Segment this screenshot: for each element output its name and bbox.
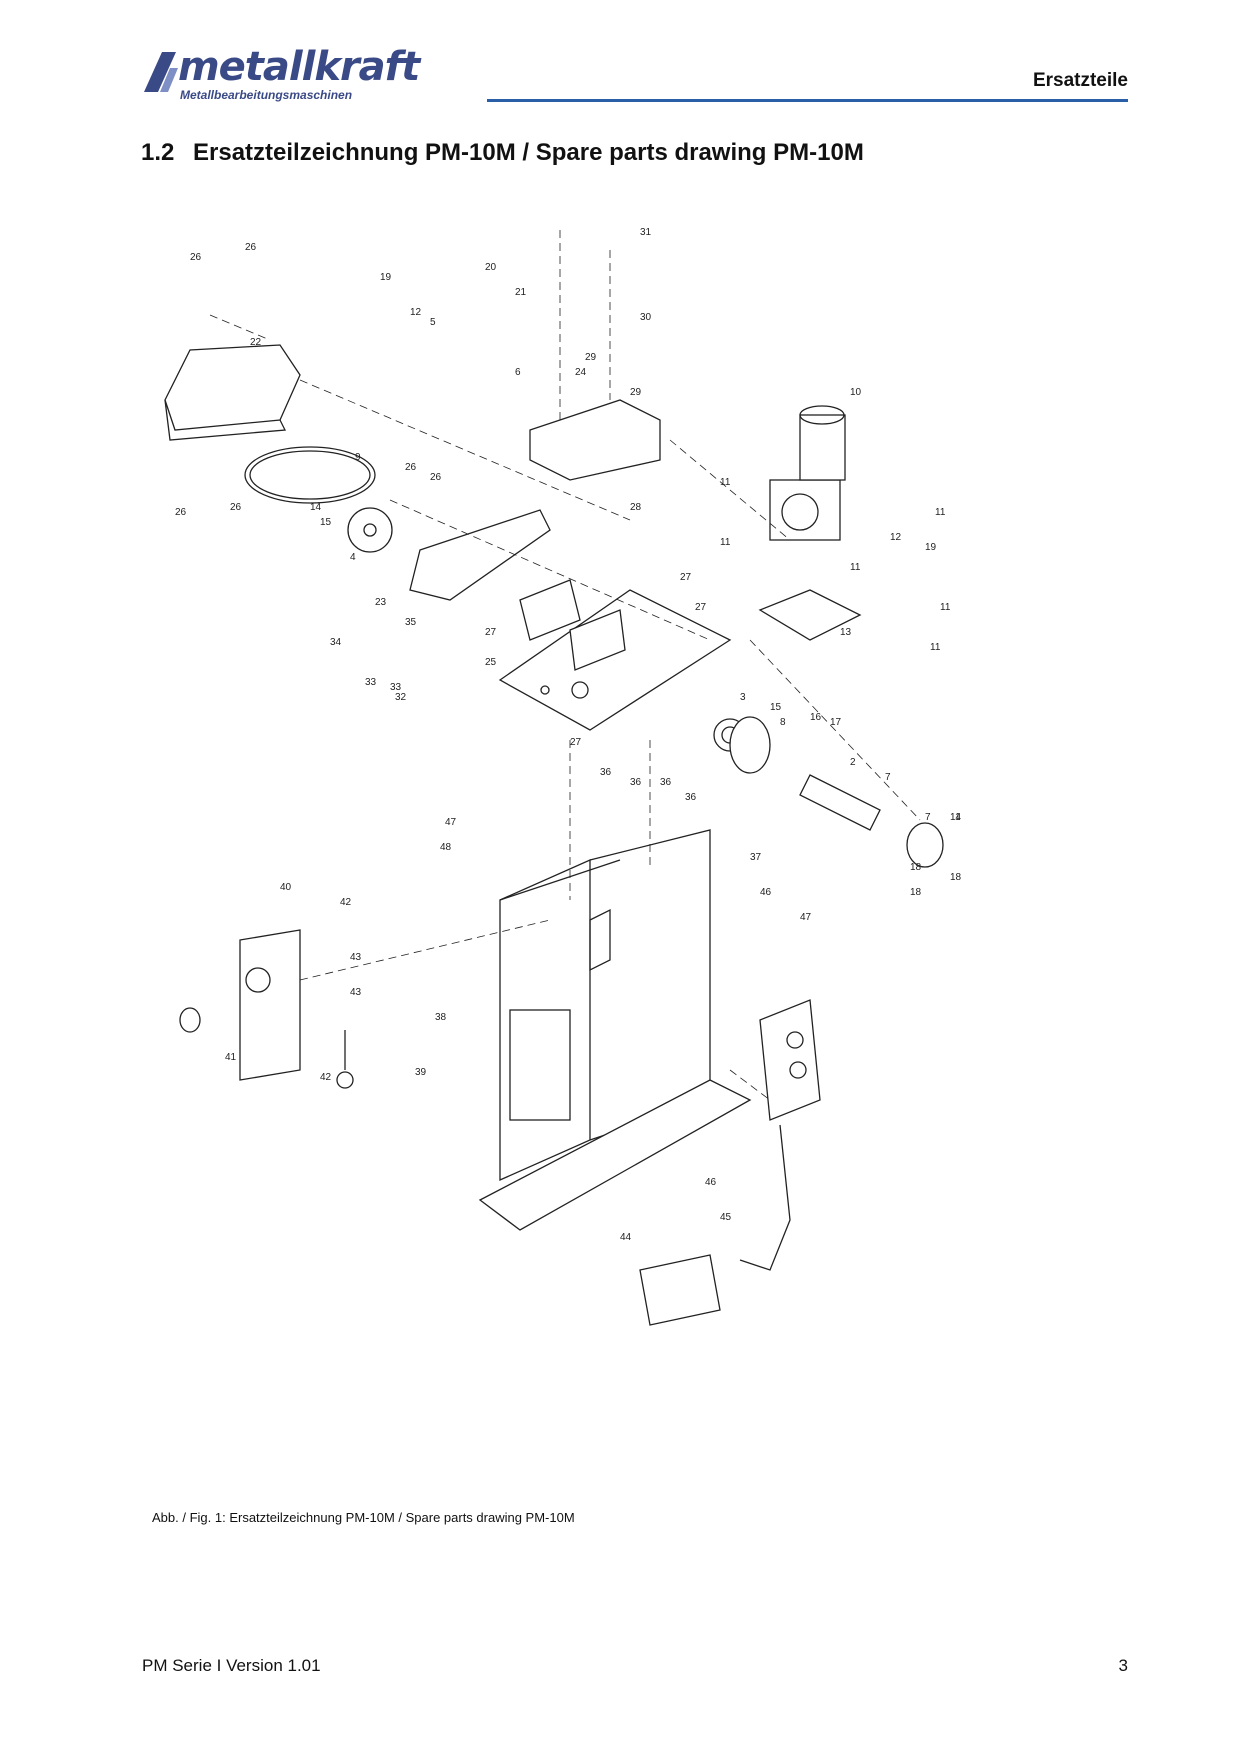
part-label: 46 bbox=[760, 887, 772, 898]
part-label: 18 bbox=[950, 872, 962, 883]
figure-caption: Abb. / Fig. 1: Ersatzteilzeichnung PM-10… bbox=[152, 1510, 575, 1525]
part-label: 19 bbox=[925, 542, 937, 553]
title-text: Ersatzteilzeichnung PM-10M / Spare parts… bbox=[193, 139, 864, 166]
part-label: 22 bbox=[250, 337, 262, 348]
part-label: 47 bbox=[800, 912, 812, 923]
part-label: 5 bbox=[430, 317, 436, 328]
part-label: 18 bbox=[910, 887, 922, 898]
brand-subtitle: Metallbearbeitungsmaschinen bbox=[180, 88, 353, 102]
part-label: 42 bbox=[320, 1072, 332, 1083]
part-label: 18 bbox=[910, 862, 922, 873]
part-label: 10 bbox=[850, 387, 862, 398]
part-label: 42 bbox=[340, 897, 352, 908]
part-label: 31 bbox=[585, 220, 597, 223]
part-label: 33 bbox=[390, 682, 402, 693]
part-label: 44 bbox=[620, 1232, 632, 1243]
part-label: 36 bbox=[630, 777, 642, 788]
part-label: 11 bbox=[935, 507, 946, 518]
spare-parts-drawing: 1234567789101111111111111212131414151516… bbox=[164, 220, 962, 1326]
part-label: 46 bbox=[705, 1177, 717, 1188]
part-label: 7 bbox=[885, 772, 891, 783]
part-label: 11 bbox=[720, 477, 731, 488]
part-label: 26 bbox=[230, 502, 242, 513]
part-label: 40 bbox=[280, 882, 292, 893]
part-label: 13 bbox=[840, 627, 852, 638]
part-label: 1 bbox=[955, 812, 961, 823]
part-label: 38 bbox=[435, 1012, 447, 1023]
part-label: 26 bbox=[430, 472, 442, 483]
part-label: 4 bbox=[350, 552, 356, 563]
part-label: 36 bbox=[685, 792, 697, 803]
brand-name: metallkraft bbox=[178, 44, 420, 90]
part-label: 32 bbox=[395, 692, 407, 703]
part-label: 8 bbox=[780, 717, 786, 728]
section-number: 1.2 bbox=[141, 139, 175, 166]
part-label: 28 bbox=[630, 502, 642, 513]
part-label: 15 bbox=[320, 517, 332, 528]
part-label: 12 bbox=[410, 307, 422, 318]
part-label: 43 bbox=[350, 987, 362, 998]
part-label: 39 bbox=[415, 1067, 427, 1078]
part-label: 11 bbox=[930, 642, 941, 653]
part-label: 33 bbox=[365, 677, 377, 688]
part-label: 3 bbox=[740, 692, 746, 703]
part-label: 14 bbox=[950, 812, 962, 823]
part-label: 23 bbox=[375, 597, 387, 608]
part-label: 47 bbox=[445, 817, 457, 828]
part-label: 36 bbox=[660, 777, 672, 788]
part-label: 2 bbox=[850, 757, 856, 768]
part-label: 11 bbox=[850, 562, 861, 573]
part-label: 7 bbox=[925, 812, 931, 823]
part-label: 27 bbox=[485, 627, 497, 638]
page-title: 1.2 Ersatzteilzeichnung PM-10M / Spare pa… bbox=[141, 139, 864, 167]
brand-logo: metallkraft Metallbearbeitungsmaschinen bbox=[140, 44, 470, 106]
part-label: 14 bbox=[310, 502, 322, 513]
part-label: 26 bbox=[190, 252, 202, 263]
page-number: 3 bbox=[1118, 1656, 1128, 1675]
part-label: 36 bbox=[600, 767, 612, 778]
part-label: 11 bbox=[940, 602, 951, 613]
part-label: 27 bbox=[695, 602, 707, 613]
part-label: 25 bbox=[485, 657, 497, 668]
part-label: 26 bbox=[175, 507, 187, 518]
part-label: 27 bbox=[680, 572, 692, 583]
part-label: 15 bbox=[770, 702, 782, 713]
logo-mark-icon bbox=[144, 52, 178, 92]
part-label: 26 bbox=[405, 462, 417, 473]
part-label: 29 bbox=[630, 387, 642, 398]
part-label: 24 bbox=[575, 367, 587, 378]
part-label: 16 bbox=[810, 712, 822, 723]
header-divider bbox=[487, 99, 1128, 102]
part-label: 29 bbox=[585, 352, 597, 363]
part-label: 11 bbox=[720, 537, 731, 548]
part-label: 9 bbox=[355, 452, 361, 463]
part-label: 43 bbox=[350, 952, 362, 963]
part-label: 17 bbox=[830, 717, 842, 728]
part-label: 27 bbox=[570, 737, 582, 748]
part-label: 20 bbox=[485, 262, 497, 273]
part-label: 26 bbox=[245, 242, 257, 253]
section-title: Ersatzteile bbox=[1032, 70, 1128, 91]
part-label: 34 bbox=[330, 637, 342, 648]
footer-doc-version: PM Serie I Version 1.01 bbox=[142, 1656, 321, 1675]
part-label: 12 bbox=[890, 532, 902, 543]
part-label: 37 bbox=[750, 852, 762, 863]
part-label: 30 bbox=[640, 312, 652, 323]
part-label: 21 bbox=[515, 287, 527, 298]
part-label: 48 bbox=[440, 842, 452, 853]
part-label: 45 bbox=[720, 1212, 732, 1223]
part-label: 19 bbox=[380, 272, 392, 283]
part-label: 6 bbox=[515, 367, 521, 378]
part-label: 31 bbox=[640, 227, 652, 238]
part-label: 35 bbox=[405, 617, 417, 628]
part-label: 41 bbox=[225, 1052, 237, 1063]
